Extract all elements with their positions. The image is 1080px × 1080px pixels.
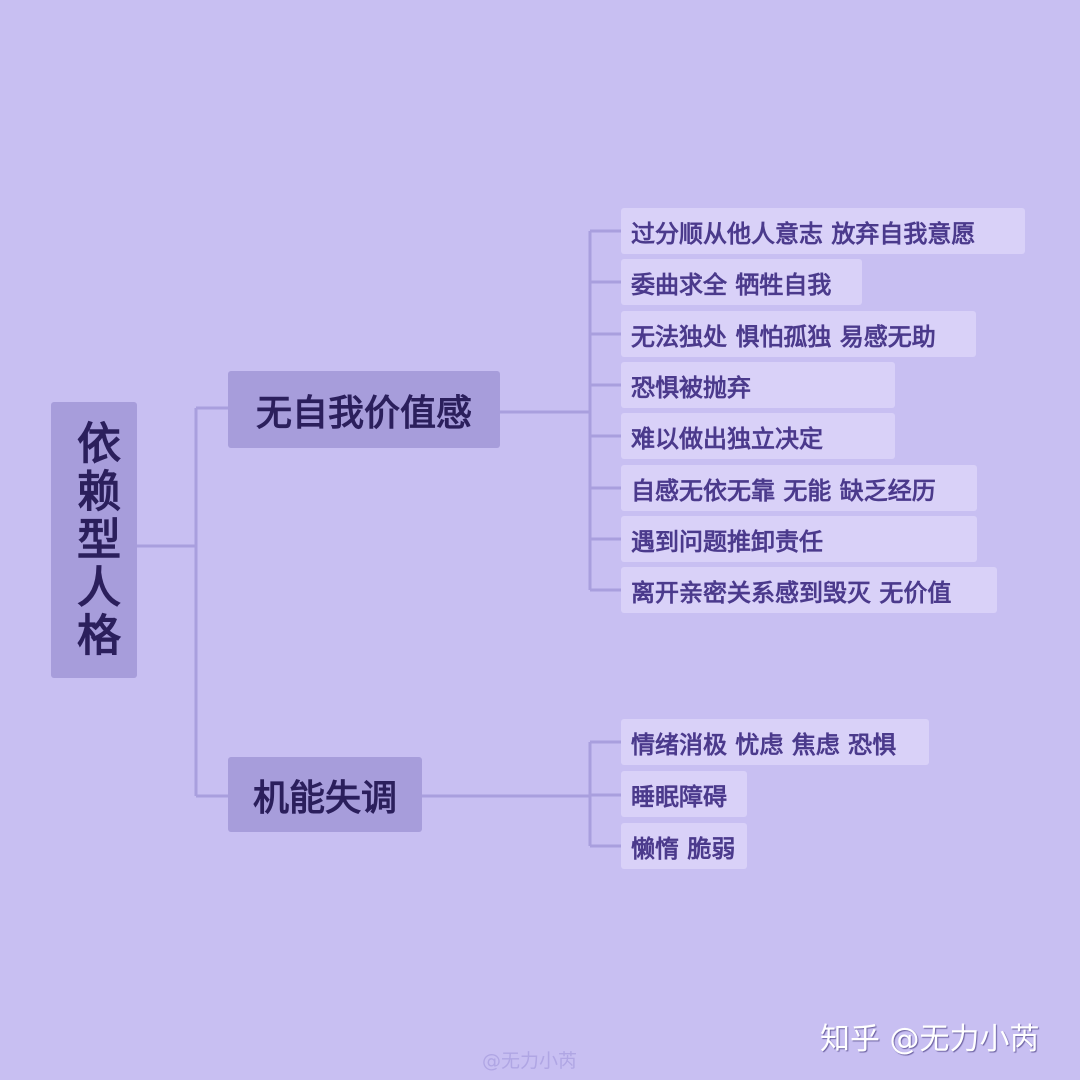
platform-watermark: 知乎 @无力小芮 — [820, 1022, 1040, 1057]
leaf-node[interactable]: 恐惧被抛弃 — [621, 362, 895, 408]
leaf-node[interactable]: 难以做出独立决定 — [621, 413, 895, 459]
leaf-node[interactable]: 睡眠障碍 — [621, 771, 747, 817]
leaf-node[interactable]: 自感无依无靠 无能 缺乏经历 — [621, 465, 977, 511]
leaf-node[interactable]: 离开亲密关系感到毁灭 无价值 — [621, 567, 997, 613]
leaf-node[interactable]: 情绪消极 忧虑 焦虑 恐惧 — [621, 719, 929, 765]
leaf-node[interactable]: 懒惰 脆弱 — [621, 823, 747, 869]
leaf-node[interactable]: 无法独处 惧怕孤独 易感无助 — [621, 311, 976, 357]
leaf-node[interactable]: 过分顺从他人意志 放弃自我意愿 — [621, 208, 1025, 254]
handle-watermark: @无力小芮 — [482, 1050, 578, 1072]
leaf-node[interactable]: 委曲求全 牺牲自我 — [621, 259, 862, 305]
leaf-node[interactable]: 遇到问题推卸责任 — [621, 516, 977, 562]
branch-node-self-worth[interactable]: 无自我价值感 — [228, 371, 500, 448]
root-node[interactable]: 依赖型人格 — [51, 402, 137, 678]
branch-node-dysfunction[interactable]: 机能失调 — [228, 757, 422, 832]
